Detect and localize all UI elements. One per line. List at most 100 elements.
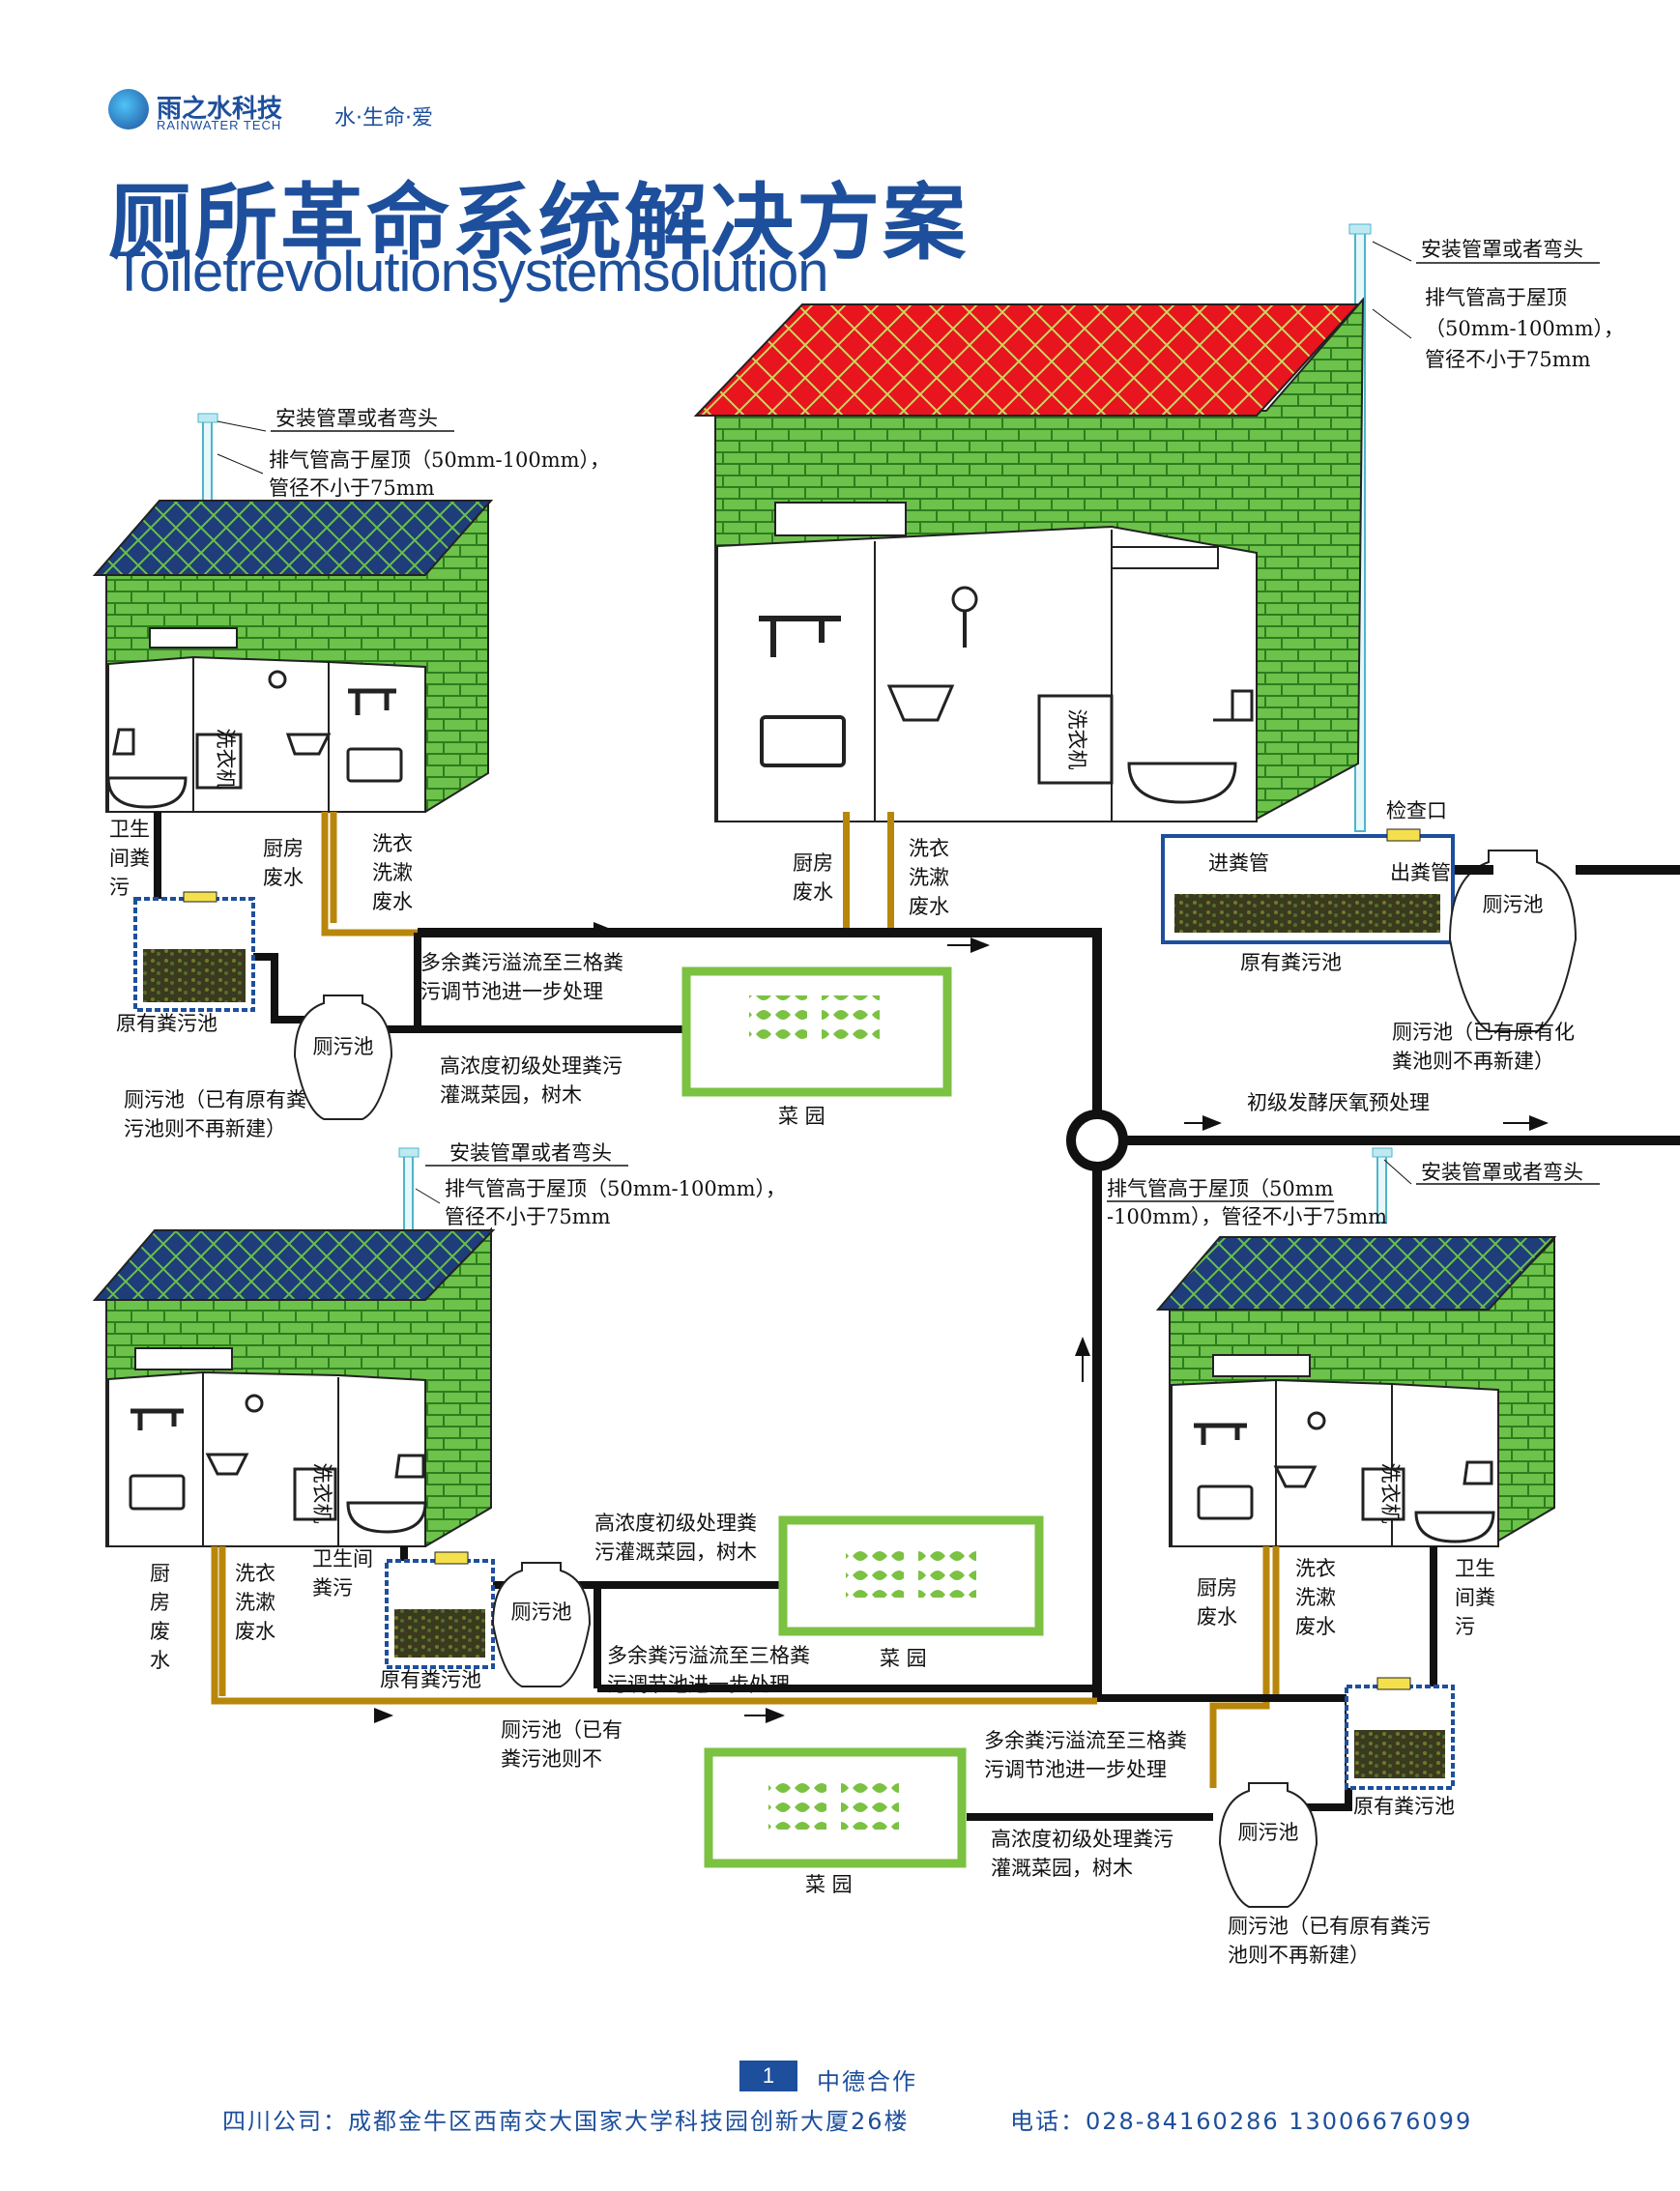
brand-name: 雨之水科技	[157, 95, 283, 124]
cooperation-label: 中德合作	[817, 2068, 917, 2095]
toilet-icon	[346, 1454, 427, 1534]
septic-jar-icon	[1448, 850, 1578, 1032]
irrigate-note-1: 高浓度初级处理粪污	[991, 1828, 1173, 1851]
toilet-label-2: 间粪	[109, 847, 150, 870]
overflow-note-1: 多余粪污溢流至三格粪	[420, 951, 623, 974]
vent-note-1: 排气管高于屋顶	[1425, 286, 1567, 309]
kitchen-label-2: 废水	[263, 866, 304, 889]
laundry-label-1: 洗衣	[909, 837, 949, 860]
page-title: 厕所革命系统解决方案	[108, 175, 969, 272]
tank-note-2: 池则不再新建）	[1228, 1944, 1370, 1967]
vent-note-3: 管径不小于75mm	[1425, 348, 1591, 371]
inspection-port-icon	[1386, 828, 1421, 842]
tank-label: 厕污池	[1238, 1821, 1299, 1844]
irrigate-note-2: 污灌溉菜园，树木	[594, 1541, 757, 1564]
wash-basin-icon	[205, 1453, 249, 1476]
house-bottom-left: 洗衣机 原有粪污池 厕污池 厕污池（已有 粪污池则不 菜 园 安装管罩或者弯头 …	[92, 1141, 1097, 1771]
toilet-label-1: 卫生间	[312, 1547, 373, 1571]
vent-cap-label: 安装管罩或者弯头	[1421, 238, 1583, 261]
laundry-label-2: 洗漱	[372, 861, 413, 884]
washing-machine-icon	[195, 733, 243, 790]
vent-cap-icon	[1348, 223, 1372, 235]
laundry-label-2: 洗漱	[1295, 1586, 1336, 1609]
washing-machine-icon	[1361, 1467, 1405, 1521]
garden-label: 菜 园	[880, 1647, 927, 1670]
laundry-label-1: 洗衣	[235, 1562, 275, 1585]
inspection-port-label: 检查口	[1386, 799, 1447, 822]
kitchen-sink-icon	[129, 1474, 186, 1511]
vent-cap-label: 安装管罩或者弯头	[449, 1141, 612, 1165]
irrigate-note-1: 高浓度初级处理粪污	[440, 1054, 623, 1078]
vent-cap-icon	[398, 1147, 420, 1158]
house-bottom-right: 洗衣机 原有粪污池 厕污池 厕污池（已有原有粪污 池则不再新建） 菜 园 安装管…	[704, 1147, 1600, 1967]
tank-note-1: 厕污池（已有原有粪污	[1228, 1915, 1431, 1938]
overflow-note-2: 污调节池进一步处理	[984, 1758, 1167, 1781]
tank-note-2: 污池则不再新建）	[124, 1117, 286, 1140]
shower-icon	[951, 586, 978, 613]
hood-icon	[134, 1347, 233, 1370]
fermentation-label: 初级发酵厌氧预处理	[1247, 1091, 1430, 1114]
tank-note-1: 厕污池（已有原有化	[1392, 1021, 1575, 1044]
laundry-label-1: 洗衣	[372, 832, 413, 855]
vent-note-2: （50mm-100mm），	[1425, 317, 1624, 340]
main-pipes: 初级发酵厌氧预处理	[418, 922, 1680, 1698]
wash-basin-icon	[1273, 1465, 1318, 1488]
old-tank-label: 原有粪污池	[1353, 1795, 1455, 1818]
tank-note-1: 厕污池（已有原有粪	[124, 1088, 306, 1111]
washer-label: 洗衣机	[310, 1463, 333, 1524]
toilet-label-1: 卫生	[1455, 1557, 1495, 1580]
vent-note-1: 排气管高于屋顶（50mm	[1107, 1177, 1334, 1200]
toilet-label-2: 间粪	[1455, 1586, 1495, 1609]
house-top-left: 洗衣机 原有粪污池 厕污池 厕污池（已有原有粪 污池则不再新建） 菜 园 安装管…	[92, 407, 952, 1140]
vent-cap-label: 安装管罩或者弯头	[1421, 1161, 1583, 1184]
septic-jar-icon	[491, 1562, 592, 1687]
laundry-label-2: 洗漱	[235, 1591, 275, 1614]
slogan: 水·生命·爱	[334, 106, 433, 130]
blue-roof	[1155, 1236, 1557, 1311]
overflow-note-1: 多余粪污溢流至三格粪	[607, 1644, 810, 1667]
vent-cap-label: 安装管罩或者弯头	[275, 407, 438, 430]
vent-note-2: -100mm），管径不小于75mm	[1107, 1205, 1387, 1228]
brand-name-en: RAINWATER TECH	[157, 118, 282, 132]
toilet-label-2: 粪污	[312, 1576, 353, 1600]
laundry-label-3: 废水	[372, 890, 413, 913]
kitchen-label-2: 房	[150, 1591, 170, 1614]
footer-phone: 电话：028-84160286 13006676099	[1010, 2108, 1473, 2135]
red-roof	[693, 303, 1361, 417]
kitchen-label-2: 废水	[1197, 1605, 1237, 1629]
laundry-label-3: 废水	[1295, 1615, 1336, 1638]
shower-icon	[1307, 1411, 1326, 1430]
kitchen-label-2: 废水	[793, 880, 833, 904]
kitchen-label-1: 厨房	[263, 837, 304, 860]
page-subtitle: Toiletrevolutionsystemsolution	[112, 241, 828, 303]
irrigate-note-1: 高浓度初级处理粪	[594, 1512, 757, 1535]
laundry-label-1: 洗衣	[1295, 1557, 1336, 1580]
tank-label: 厕污池	[511, 1600, 572, 1624]
vent-cap-icon	[197, 413, 218, 423]
hood-icon	[774, 502, 907, 536]
washer-label: 洗衣机	[1378, 1463, 1402, 1524]
toilet-icon	[1414, 1460, 1495, 1543]
toilet-icon	[1127, 689, 1254, 804]
tank-note-2: 粪池则不再新建）	[1392, 1050, 1554, 1073]
laundry-label-2: 洗漱	[909, 866, 949, 889]
vegetable-garden	[778, 1515, 1044, 1636]
old-tank-label: 原有粪污池	[116, 1012, 217, 1035]
kitchen-sink-icon	[760, 715, 846, 767]
washing-machine-icon	[293, 1467, 337, 1521]
brand-logo	[108, 89, 149, 130]
toilet-label-1: 卫生	[109, 818, 150, 841]
towel-rack-icon	[759, 616, 841, 657]
tank-note-1: 厕污池（已有	[501, 1718, 623, 1742]
kitchen-sink-icon	[1197, 1485, 1254, 1520]
old-tank-label: 原有粪污池	[1240, 951, 1342, 974]
kitchen-sink-icon	[346, 747, 403, 783]
shower-icon	[268, 670, 287, 689]
wash-basin-icon	[285, 733, 332, 756]
shower-icon	[245, 1394, 264, 1413]
old-tank-label: 原有粪污池	[380, 1668, 481, 1691]
irrigate-note-2: 灌溉菜园，树木	[991, 1857, 1133, 1880]
page-number: 1	[739, 2061, 797, 2091]
vegetable-garden	[704, 1747, 967, 1868]
